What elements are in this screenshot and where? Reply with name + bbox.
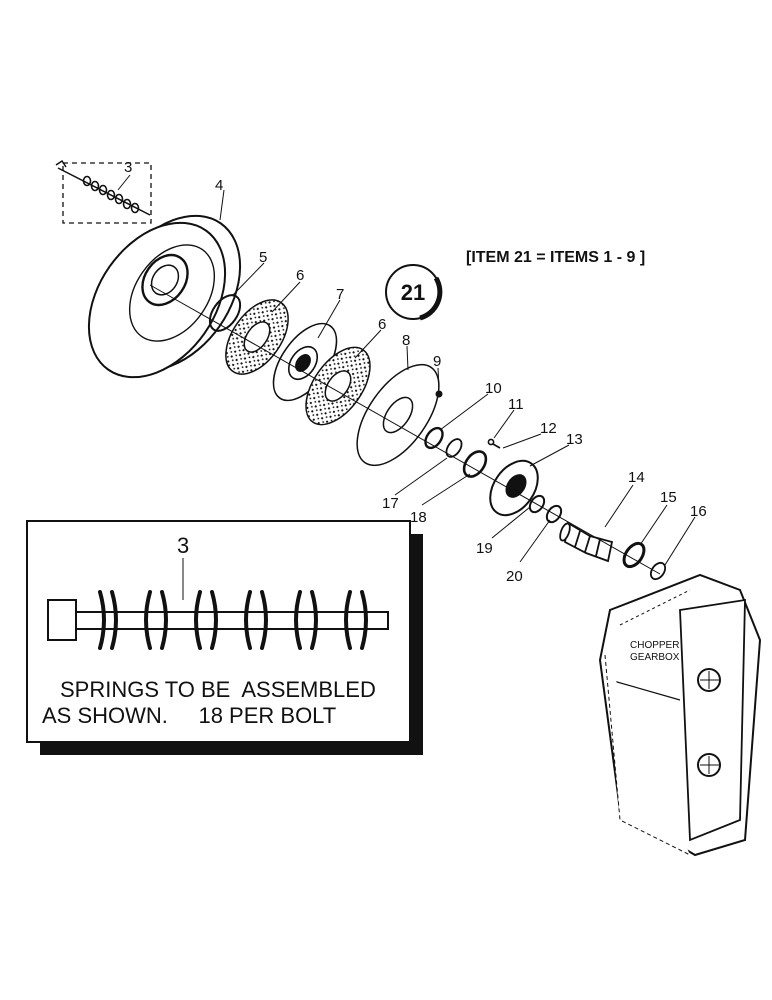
callout-6-second: 6 [378, 316, 386, 333]
pressure-plate [356, 363, 440, 467]
callout-19: 19 [476, 540, 493, 557]
callout-10: 10 [485, 380, 502, 397]
callout-13: 13 [566, 431, 583, 448]
shaft-ring [649, 561, 667, 581]
callout-3: 3 [124, 159, 132, 176]
callout-20: 20 [506, 568, 523, 585]
friction-disc [225, 299, 289, 375]
bearing [424, 426, 444, 450]
item-21-badge: 21 [385, 264, 443, 321]
callout-7: 7 [336, 286, 344, 303]
callout-8: 8 [402, 332, 410, 349]
callout-11: 11 [508, 396, 524, 413]
callout-14: 14 [628, 469, 645, 486]
friction-disc-2 [305, 346, 371, 426]
splined-shaft [559, 521, 614, 563]
items-note: [ITEM 21 = ITEMS 1 - 9 ] [466, 249, 645, 266]
inset-callout: 3 [177, 533, 189, 558]
bolt-head [47, 599, 77, 641]
callout-9: 9 [433, 353, 441, 370]
inset-text-line2: AS SHOWN. 18 PER BOLT [42, 703, 336, 728]
callout-6: 6 [296, 267, 304, 284]
retaining-ring [445, 438, 463, 458]
nut [435, 390, 443, 398]
callout-4: 4 [215, 177, 223, 194]
snap-ring [208, 294, 242, 332]
callout-16: 16 [690, 503, 707, 520]
assembly-centerline [149, 284, 661, 575]
badge-label: 21 [401, 280, 425, 305]
gearbox-label-line1: CHOPPER [630, 640, 679, 651]
bolt-detail-box [55, 159, 152, 224]
screws [487, 438, 501, 449]
shaft-bearing [622, 541, 646, 569]
gearbox-label-line2: GEARBOX [630, 652, 680, 663]
callout-18: 18 [410, 509, 427, 526]
spring-inset-box: 3 SPRINGS TO BE ASSEMBLED AS SHOWN. 18 P… [26, 520, 423, 755]
bearing-housing [489, 459, 539, 517]
callout-12: 12 [540, 420, 557, 437]
callout-17: 17 [382, 495, 399, 512]
inset-text-line1: SPRINGS TO BE ASSEMBLED [60, 677, 376, 702]
callout-15: 15 [660, 489, 677, 506]
pulley-housing [87, 214, 242, 379]
bolt-shaft [75, 611, 389, 630]
leader-lines [117, 174, 696, 566]
spring-stack [82, 175, 140, 214]
callout-5: 5 [259, 249, 267, 266]
inset-springs [98, 590, 368, 650]
chopper-gearbox [598, 573, 762, 857]
